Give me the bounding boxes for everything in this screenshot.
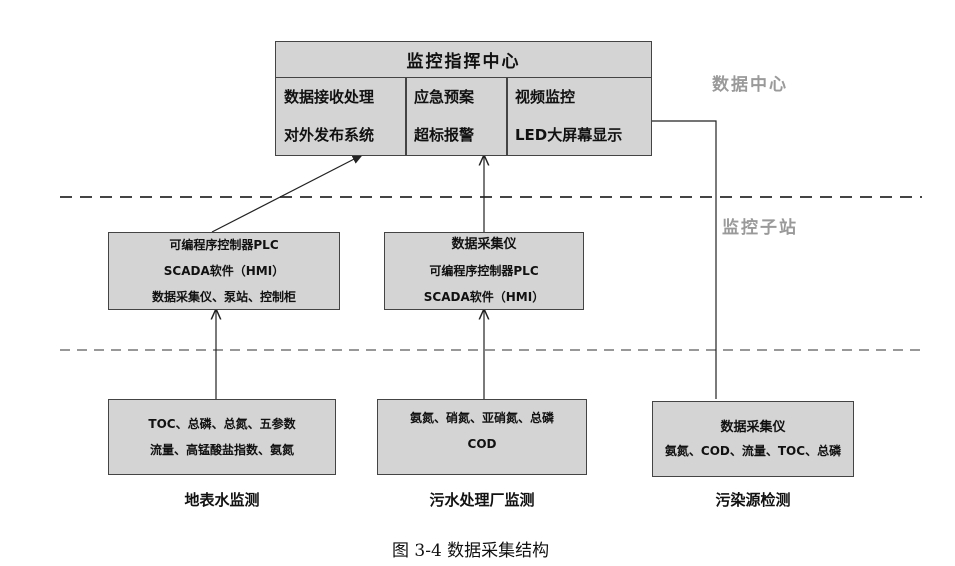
substation-middle-line: 可编程序控制器PLC <box>429 264 539 278</box>
arrow-left-sub-to-center <box>211 154 364 233</box>
center-divider-v1 <box>405 78 407 155</box>
cell-overlimit-alarm: 超标报警 <box>414 125 475 144</box>
cell-video-monitor: 视频监控 <box>515 87 576 106</box>
substation-middle-line: 数据采集仪 <box>451 237 517 252</box>
site-label-pollution: 污染源检测 <box>715 491 791 509</box>
site-surface-line: TOC、总磷、总氮、五参数 <box>148 417 296 431</box>
site-surface-line: 流量、高锰酸盐指数、氨氮 <box>149 443 294 457</box>
site-label-sewage: 污水处理厂监测 <box>429 491 535 509</box>
cell-emergency-plan: 应急预案 <box>414 87 475 106</box>
zone-label-data-center: 数据中心 <box>712 75 788 95</box>
site-surface-water: TOC、总磷、总氮、五参数 流量、高锰酸盐指数、氨氮 <box>108 399 336 475</box>
substation-middle-line: SCADA软件（HMI） <box>423 290 545 304</box>
figure-caption: 图 3-4 数据采集结构 <box>392 541 550 561</box>
substation-left-line: 可编程序控制器PLC <box>169 238 279 252</box>
substation-left: 可编程序控制器PLC SCADA软件（HMI） 数据采集仪、泵站、控制柜 <box>108 232 340 310</box>
line-pollution-to-center <box>651 120 717 399</box>
site-sewage-line: COD <box>467 437 497 451</box>
cell-led-display: LED大屏幕显示 <box>515 125 623 144</box>
center-title: 监控指挥中心 <box>276 42 651 78</box>
substation-middle: 数据采集仪 可编程序控制器PLC SCADA软件（HMI） <box>384 232 584 310</box>
substation-left-line: SCADA软件（HMI） <box>163 264 285 278</box>
site-pollution-source: 数据采集仪 氨氮、COD、流量、TOC、总磷 <box>652 401 854 477</box>
substation-left-line: 数据采集仪、泵站、控制柜 <box>151 290 296 304</box>
cell-external-publish: 对外发布系统 <box>284 125 375 144</box>
site-pollution-line: 氨氮、COD、流量、TOC、总磷 <box>664 444 842 458</box>
site-pollution-line: 数据采集仪 <box>720 420 786 435</box>
cell-data-receive: 数据接收处理 <box>284 87 375 106</box>
site-label-surface: 地表水监测 <box>184 491 260 509</box>
site-sewage-plant: 氨氮、硝氮、亚硝氮、总磷 COD <box>377 399 587 475</box>
site-sewage-line: 氨氮、硝氮、亚硝氮、总磷 <box>409 411 554 425</box>
zone-label-monitor-substation: 监控子站 <box>722 218 798 238</box>
monitoring-command-center: 监控指挥中心 数据接收处理 应急预案 视频监控 对外发布系统 超标报警 LED大… <box>275 41 652 156</box>
center-divider-v2 <box>506 78 508 155</box>
